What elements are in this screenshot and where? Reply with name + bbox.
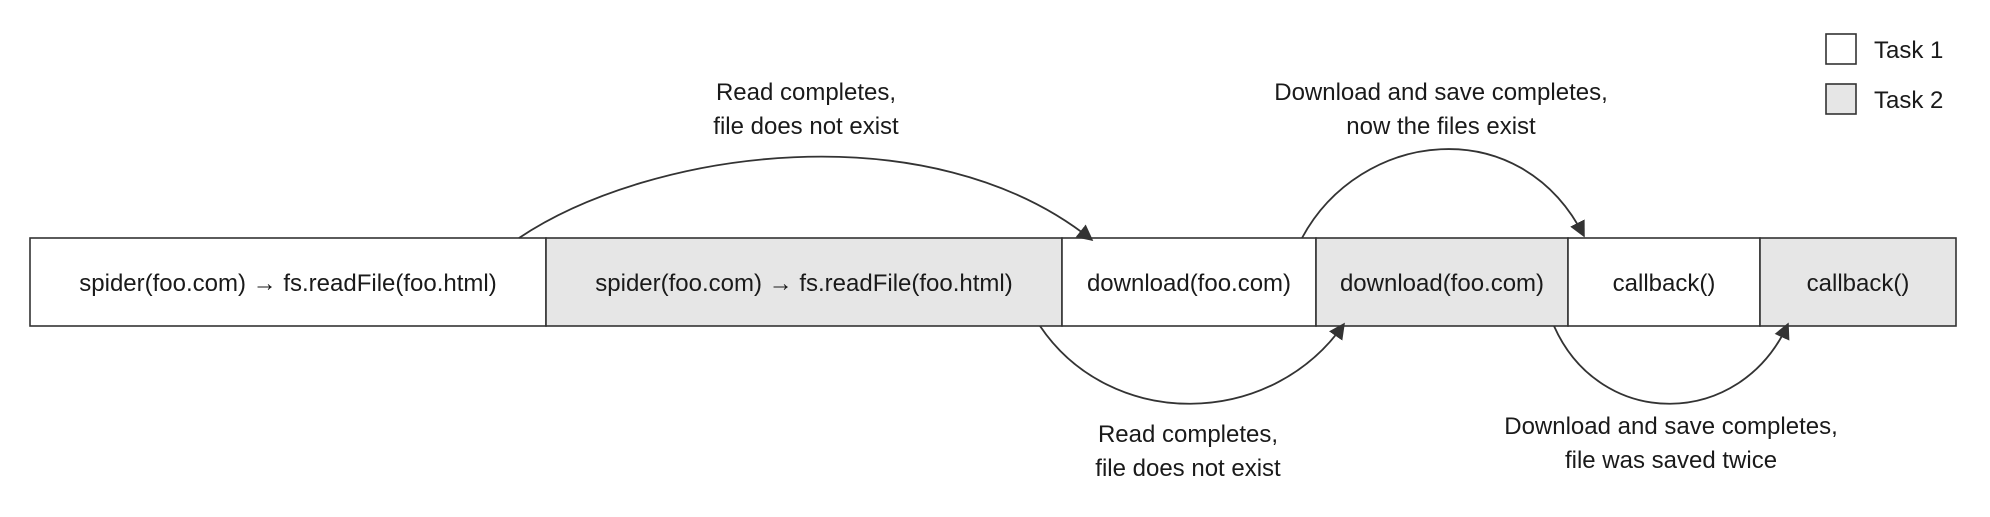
legend-swatch-task1 [1825,33,1857,65]
annotation-line: now the files exist [1346,113,1536,140]
annotation-read-complete-task2: Read completes, file does not exist [1095,421,1281,482]
arrow-download-complete-task2 [1553,322,1790,405]
timeline-segment: callback() [1567,237,1761,327]
annotation-line: Download and save completes, [1274,79,1608,106]
segment-box [1567,237,1761,327]
segment-box [1759,237,1957,327]
legend-swatch-task2 [1825,83,1857,115]
timeline-segment: download(foo.com) [1315,237,1569,327]
annotation-line: file was saved twice [1565,447,1777,474]
annotation-download-complete-task2: Download and save completes, file was sa… [1504,413,1838,474]
legend: Task 1 Task 2 [1825,33,1943,115]
arrows [518,148,1790,405]
annotation-line: file does not exist [1095,455,1281,482]
arrow-read-complete-task1 [518,155,1094,242]
segment-label: callback() [1613,270,1716,297]
annotations: Read completes, file does not exist Down… [713,79,1837,482]
legend-label-task1: Task 1 [1874,37,1943,64]
arrow-read-complete-task2 [1039,322,1345,405]
timeline-segment: spider(foo.com) → fs.readFile(foo.html) [545,237,1063,327]
annotation-line: file does not exist [713,113,899,140]
segment-box [29,237,547,327]
annotation-read-complete-task1: Read completes, file does not exist [713,79,899,140]
segment-label: spider(foo.com) → fs.readFile(foo.html) [79,270,496,297]
annotation-line: Read completes, [716,79,896,106]
segment-box [1315,237,1569,327]
segment-label: download(foo.com) [1340,270,1544,297]
segment-box [1061,237,1317,327]
timeline-segment: spider(foo.com) → fs.readFile(foo.html) [29,237,547,327]
segment-label: spider(foo.com) → fs.readFile(foo.html) [595,270,1012,297]
timeline-segment: download(foo.com) [1061,237,1317,327]
arrow-download-complete-task1 [1301,148,1585,239]
annotation-line: Read completes, [1098,421,1278,448]
segment-box [545,237,1063,327]
annotation-download-complete-task1: Download and save completes, now the fil… [1274,79,1608,140]
segment-label: download(foo.com) [1087,270,1291,297]
legend-label-task2: Task 2 [1874,87,1943,114]
segment-label: callback() [1807,270,1910,297]
timeline-segment: callback() [1759,237,1957,327]
annotation-line: Download and save completes, [1504,413,1838,440]
timeline: spider(foo.com) → fs.readFile(foo.html) … [29,237,1957,327]
